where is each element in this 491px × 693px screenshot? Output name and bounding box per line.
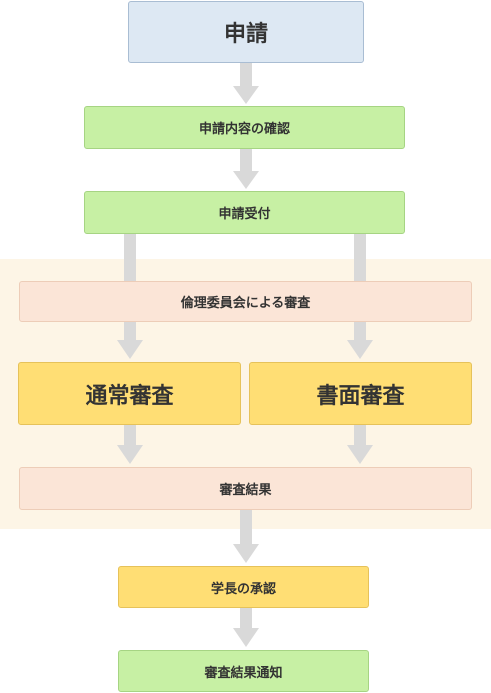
arrow-shaft — [124, 322, 136, 340]
arrow-shaft — [240, 149, 252, 171]
arrow-head — [233, 628, 259, 647]
arrow-shaft — [240, 510, 252, 544]
arrow-shaft — [240, 608, 252, 628]
step-label: 申請 — [223, 22, 268, 47]
arrow-shaft — [354, 234, 366, 281]
step-result-notice: 審査結果通知 — [118, 650, 369, 692]
step-label: 申請受付 — [218, 207, 271, 222]
step-label: 通常審査 — [85, 383, 174, 409]
step-label: 学長の承認 — [210, 581, 276, 597]
step-receipt: 申請受付 — [84, 191, 405, 234]
arrow-shaft — [354, 322, 366, 340]
step-normal-review: 通常審査 — [18, 362, 241, 425]
step-content-check: 申請内容の確認 — [84, 106, 405, 149]
arrow-shaft — [124, 234, 136, 281]
step-label: 倫理委員会による審査 — [180, 296, 311, 311]
step-review-result: 審査結果 — [19, 467, 472, 510]
arrow-head — [233, 544, 259, 563]
arrow-head — [233, 171, 259, 189]
step-president-approval: 学長の承認 — [118, 566, 369, 608]
arrow-shaft — [124, 425, 136, 445]
arrow-head — [233, 86, 259, 104]
step-application: 申請 — [128, 1, 364, 63]
step-document-review: 書面審査 — [249, 362, 472, 425]
step-label: 審査結果 — [219, 483, 272, 498]
step-label: 審査結果通知 — [204, 665, 283, 681]
arrow-head — [347, 445, 373, 464]
step-label: 書面審査 — [316, 383, 405, 409]
arrow-shaft — [240, 63, 252, 86]
arrow-head — [117, 340, 143, 359]
step-committee-review: 倫理委員会による審査 — [19, 281, 472, 322]
arrow-head — [347, 340, 373, 359]
arrow-shaft — [354, 425, 366, 445]
arrow-head — [117, 445, 143, 464]
step-label: 申請内容の確認 — [198, 122, 290, 137]
